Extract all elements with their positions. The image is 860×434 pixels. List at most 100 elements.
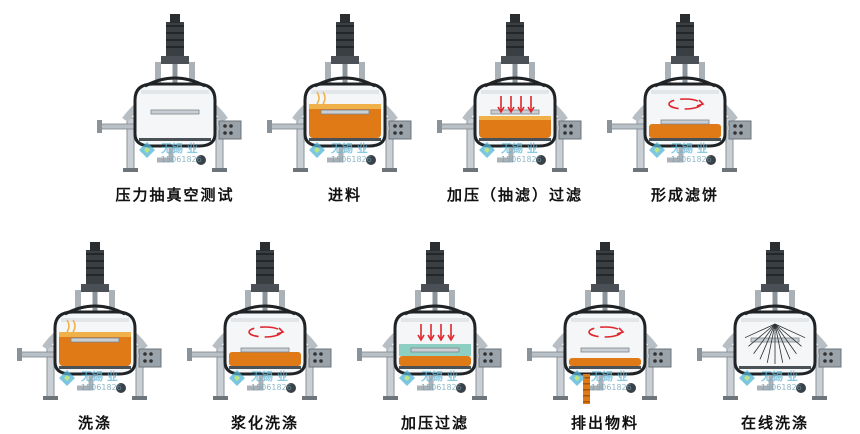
agitator-blade <box>70 337 120 343</box>
control-box <box>308 348 332 368</box>
watermark-company: 无锡 业 <box>420 369 458 383</box>
foot-right <box>812 396 827 400</box>
filter-plate <box>229 366 301 369</box>
watermark-phone: 15061826 <box>501 155 542 164</box>
caster-wheel <box>366 155 376 165</box>
foot-left <box>43 396 58 400</box>
inlet-flange <box>187 348 192 361</box>
caster-wheel <box>796 383 806 393</box>
agitator-blade <box>490 109 540 115</box>
spray-line <box>774 323 802 347</box>
motor-mount <box>421 284 449 292</box>
agitator-blade <box>150 109 200 115</box>
spray-line <box>774 323 806 339</box>
caster-wheel <box>456 383 466 393</box>
filter-plate <box>309 138 381 141</box>
foot-left <box>723 396 738 400</box>
agitator-blade <box>320 109 370 115</box>
filter-cake <box>569 358 641 366</box>
outlet-pipe <box>417 376 434 391</box>
foot-left <box>213 396 228 400</box>
step-label: 浆化洗涤 <box>230 414 300 432</box>
foot-right <box>382 168 397 172</box>
outlet-pipe <box>587 376 604 391</box>
step-label: 加压过滤 <box>400 414 470 432</box>
watermark-company: 无锡 业 <box>330 141 368 155</box>
caster-wheel <box>536 155 546 165</box>
inlet-pipe <box>699 351 739 358</box>
watermark-phone: 15061826 <box>251 383 292 392</box>
foot-right <box>472 396 487 400</box>
outlet-pipe <box>757 376 774 391</box>
control-box <box>388 120 412 140</box>
spray-line <box>774 323 791 360</box>
slurry-fill <box>479 116 551 138</box>
watermark-phone: 15061826 <box>591 383 632 392</box>
motor-mount <box>501 56 529 64</box>
inlet-flange <box>357 348 362 361</box>
watermark-company: 无锡 业 <box>250 369 288 383</box>
watermark-phone: 15061826 <box>81 383 122 392</box>
outlet-pipe <box>77 376 94 391</box>
inlet-flange <box>527 348 532 361</box>
inlet-flange <box>267 120 272 133</box>
outlet-pipe <box>247 376 264 391</box>
filter-plate <box>569 366 641 369</box>
foot-left <box>553 396 568 400</box>
motor-mount <box>251 284 279 292</box>
motor-mount <box>761 284 789 292</box>
motor-mount <box>81 284 109 292</box>
step-label: 进料 <box>327 186 363 204</box>
spray-line <box>744 323 776 339</box>
control-box <box>648 348 672 368</box>
spray-line <box>748 323 776 347</box>
caster-wheel <box>196 155 206 165</box>
filter-cake <box>229 352 301 366</box>
motor-mount <box>591 284 619 292</box>
foot-right <box>302 396 317 400</box>
watermark-company: 无锡 业 <box>160 141 198 155</box>
inlet-flange <box>697 348 702 361</box>
watermark-phone: 15061826 <box>761 383 802 392</box>
filter-cake <box>649 124 721 138</box>
control-box <box>478 348 502 368</box>
agitator-blade <box>240 347 290 353</box>
step-label: 加压（抽滤）过滤 <box>446 186 584 204</box>
spray-line <box>766 323 776 363</box>
inlet-pipe <box>189 351 229 358</box>
watermark-phone: 15061826 <box>421 383 462 392</box>
agitator-blade <box>580 347 630 353</box>
caster-wheel <box>706 155 716 165</box>
spray-line <box>774 323 784 363</box>
control-box <box>558 120 582 140</box>
control-box <box>818 348 842 368</box>
outlet-pipe <box>667 148 684 163</box>
filter-plate <box>399 366 471 369</box>
inlet-pipe <box>609 123 649 130</box>
filter-plate <box>479 138 551 141</box>
watermark-company: 无锡 业 <box>80 369 118 383</box>
inlet-flange <box>17 348 22 361</box>
watermark-phone: 15061826 <box>331 155 372 164</box>
slurry-fill <box>59 332 131 366</box>
inlet-pipe <box>439 123 479 130</box>
control-box <box>218 120 242 140</box>
foot-right <box>722 168 737 172</box>
step-label: 压力抽真空测试 <box>115 186 235 204</box>
filter-plate <box>739 366 811 369</box>
watermark-company: 无锡 业 <box>760 369 798 383</box>
inlet-flange <box>437 120 442 133</box>
step-label: 排出物料 <box>570 414 640 432</box>
filter-cake <box>399 356 471 366</box>
